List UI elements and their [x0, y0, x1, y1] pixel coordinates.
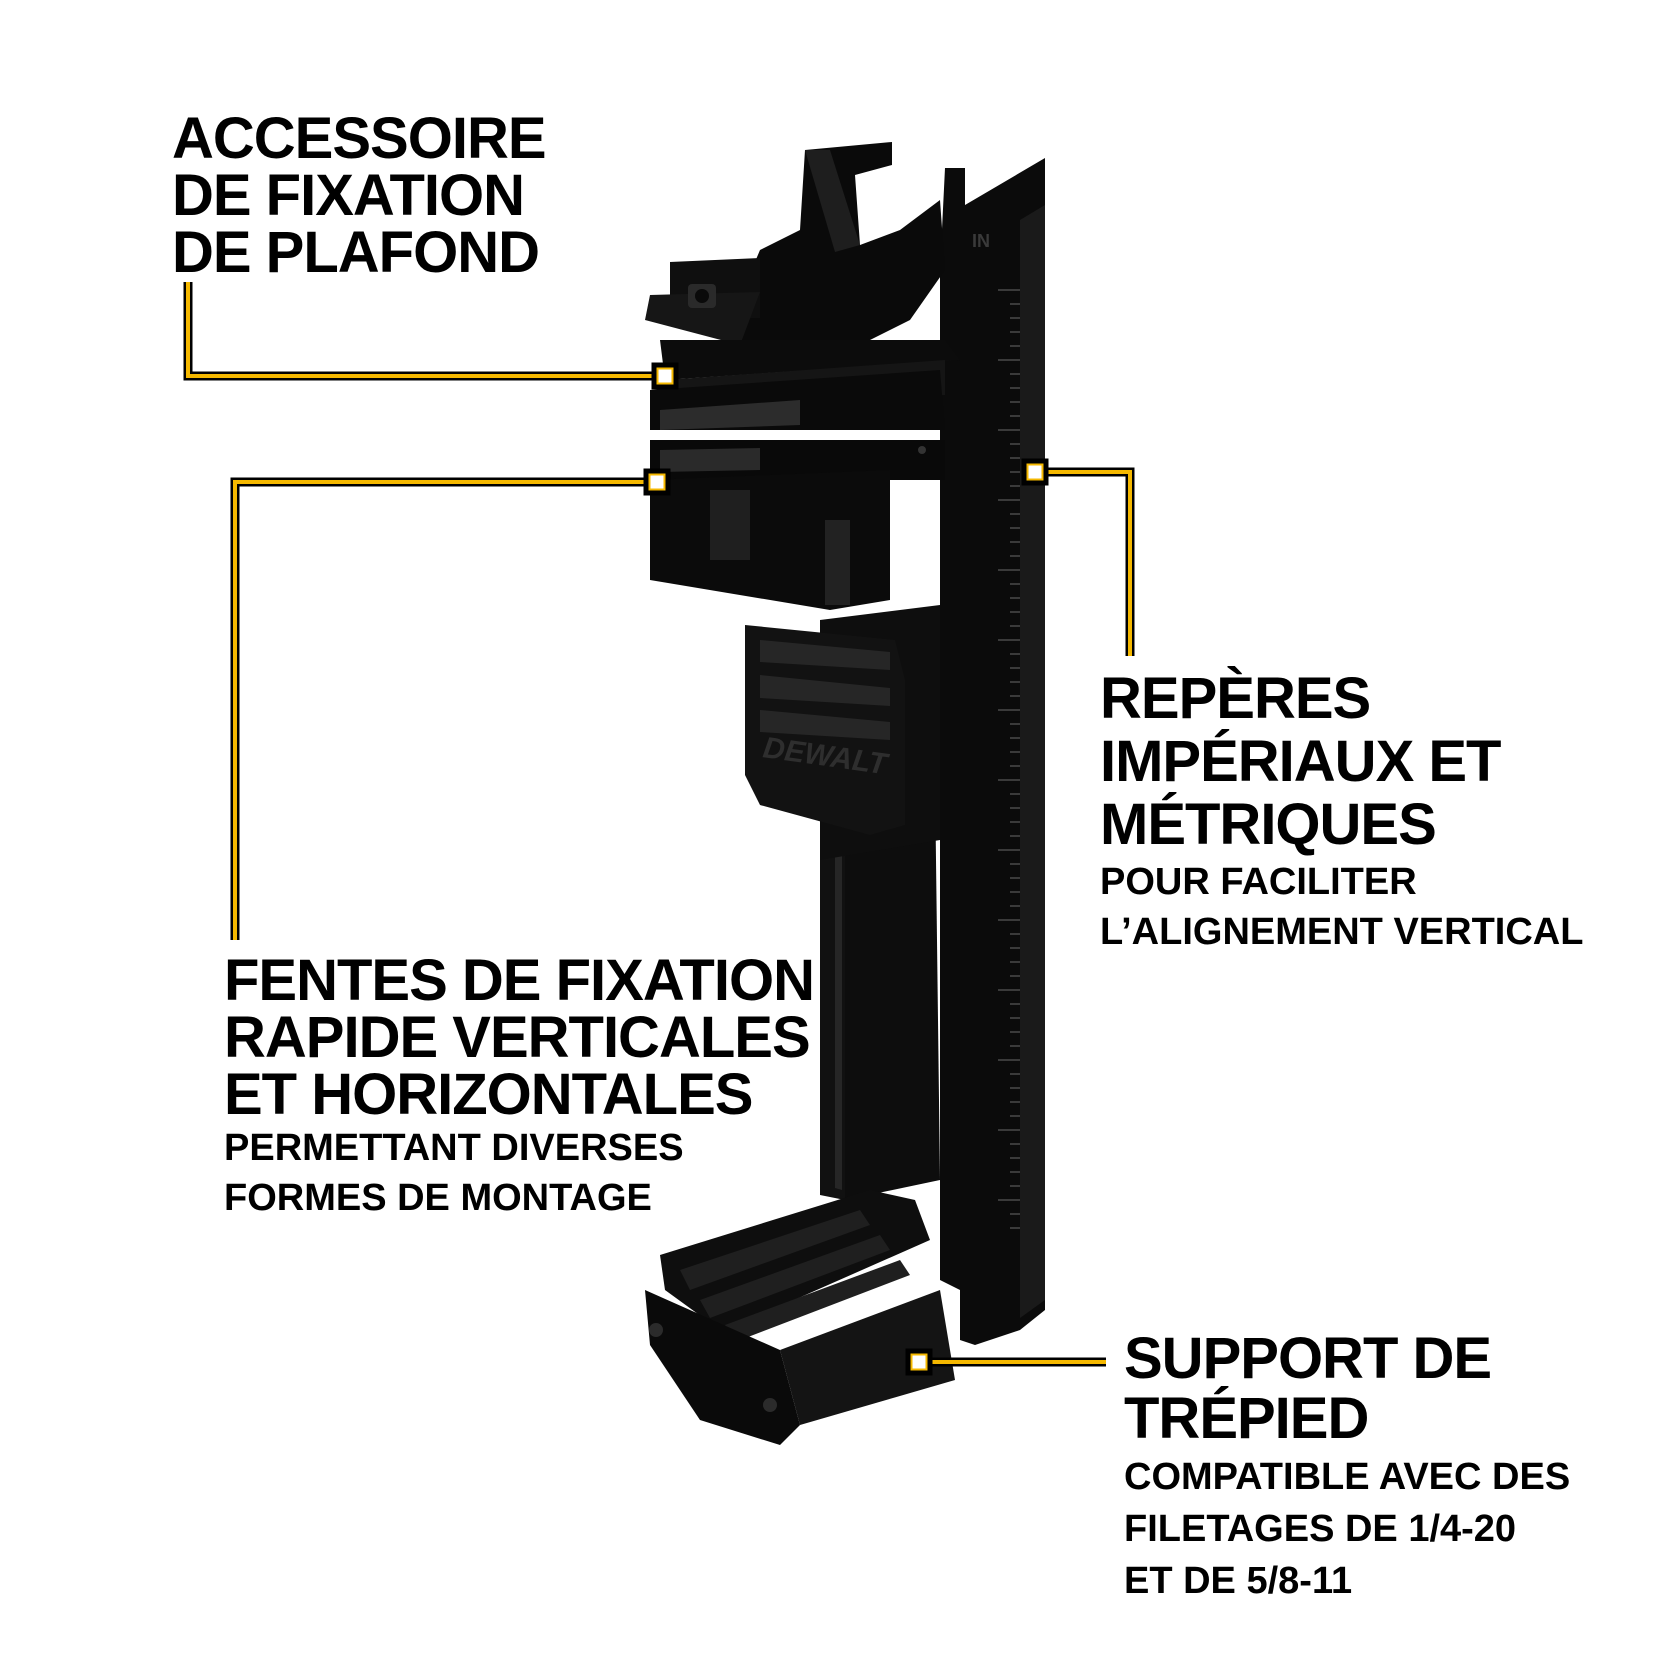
callout-ceiling-mount: ACCESSOIRE DE FIXATION DE PLAFOND — [172, 106, 547, 285]
title-line: ET HORIZONTALES — [224, 1062, 753, 1127]
subtitle-line: COMPATIBLE AVEC DES — [1124, 1456, 1571, 1498]
title-line: DE FIXATION — [172, 163, 525, 228]
title-line: TRÉPIED — [1124, 1386, 1369, 1451]
ceiling-mount — [645, 142, 960, 410]
callout-subtitle: COMPATIBLE AVEC DES FILETAGES DE 1/4-20 … — [1124, 1456, 1570, 1612]
leader-lines — [183, 282, 1135, 1367]
title-line: ACCESSOIRE — [172, 106, 547, 171]
subtitle-line: FORMES DE MONTAGE — [224, 1177, 652, 1219]
callout-tripod-mount: SUPPORT DE TRÉPIED COMPATIBLE AVEC DES F… — [1124, 1330, 1570, 1612]
scale-unit-label: IN — [972, 231, 990, 251]
title-line: IMPÉRIAUX ET — [1100, 729, 1502, 794]
subtitle-line: FILETAGES DE 1/4-20 — [1124, 1508, 1517, 1550]
leader-slots — [230, 477, 656, 940]
callout-subtitle: POUR FACILITER L’ALIGNEMENT VERTICAL — [1100, 861, 1583, 961]
subtitle-line: ET DE 5/8-11 — [1124, 1560, 1353, 1602]
title-line: MÉTRIQUES — [1100, 792, 1437, 857]
title-line: RAPIDE VERTICALES — [224, 1005, 811, 1070]
callout-title: SUPPORT DE TRÉPIED — [1124, 1330, 1570, 1450]
anchor-points — [643, 362, 1049, 1376]
title-line: DE PLAFOND — [172, 220, 540, 285]
subtitle-line: POUR FACILITER — [1100, 861, 1417, 903]
subtitle-line: L’ALIGNEMENT VERTICAL — [1100, 911, 1584, 953]
title-line: REPÈRES — [1100, 666, 1371, 731]
leader-marks — [1034, 467, 1135, 656]
callout-title: ACCESSOIRE DE FIXATION DE PLAFOND — [172, 106, 547, 285]
anchor-slots — [643, 468, 671, 496]
callout-title: FENTES DE FIXATION RAPIDE VERTICALES ET … — [224, 948, 815, 1127]
anchor-ceiling — [651, 362, 679, 390]
anchor-tripod — [905, 1348, 933, 1376]
subtitle-line: PERMETTANT DIVERSES — [224, 1127, 684, 1169]
brand-plate: DEWALT — [745, 625, 905, 835]
leader-ceiling — [183, 282, 666, 381]
callout-scale-marks: REPÈRES IMPÉRIAUX ET MÉTRIQUES POUR FACI… — [1100, 670, 1583, 961]
anchor-marks — [1021, 458, 1049, 486]
callout-mounting-slots: FENTES DE FIXATION RAPIDE VERTICALES ET … — [224, 948, 815, 1227]
base-foot — [645, 1190, 955, 1445]
callout-subtitle: PERMETTANT DIVERSES FORMES DE MONTAGE — [224, 1127, 814, 1227]
title-line: SUPPORT DE — [1124, 1326, 1492, 1391]
scale-ticks — [998, 289, 1020, 1229]
title-line: FENTES DE FIXATION — [224, 948, 815, 1013]
mounting-slots — [650, 370, 945, 610]
callout-title: REPÈRES IMPÉRIAUX ET MÉTRIQUES — [1100, 670, 1583, 859]
ruler-bar — [940, 158, 1045, 1345]
